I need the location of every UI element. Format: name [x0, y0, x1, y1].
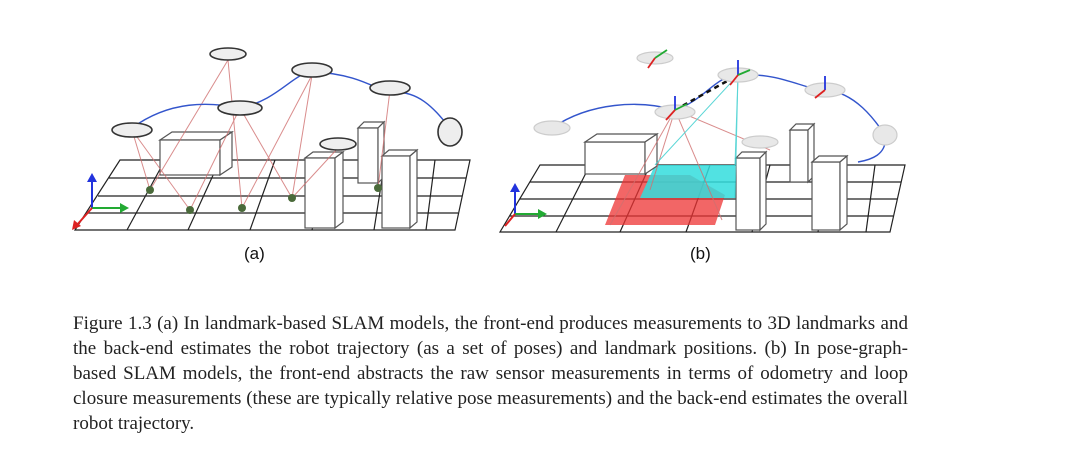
figure-caption: Figure 1.3 (a) In landmark-based SLAM mo… — [73, 313, 908, 434]
panel-label-a: (a) — [244, 244, 265, 263]
landmarks — [146, 184, 382, 214]
building-boxes — [583, 122, 849, 232]
building-boxes — [158, 120, 419, 230]
pose-frames — [647, 49, 826, 121]
panel-label-b: (b) — [690, 244, 711, 263]
figure-b-pose-graph-slam — [498, 49, 906, 233]
measurement-lines — [131, 59, 391, 211]
robot-trajectory — [131, 71, 451, 129]
drone-poses — [111, 47, 463, 151]
figure-a-landmark-slam — [72, 47, 471, 231]
world-frame-axes-a — [72, 173, 129, 230]
loop-closure-region — [640, 165, 735, 198]
world-frame-axes-b — [504, 183, 547, 227]
